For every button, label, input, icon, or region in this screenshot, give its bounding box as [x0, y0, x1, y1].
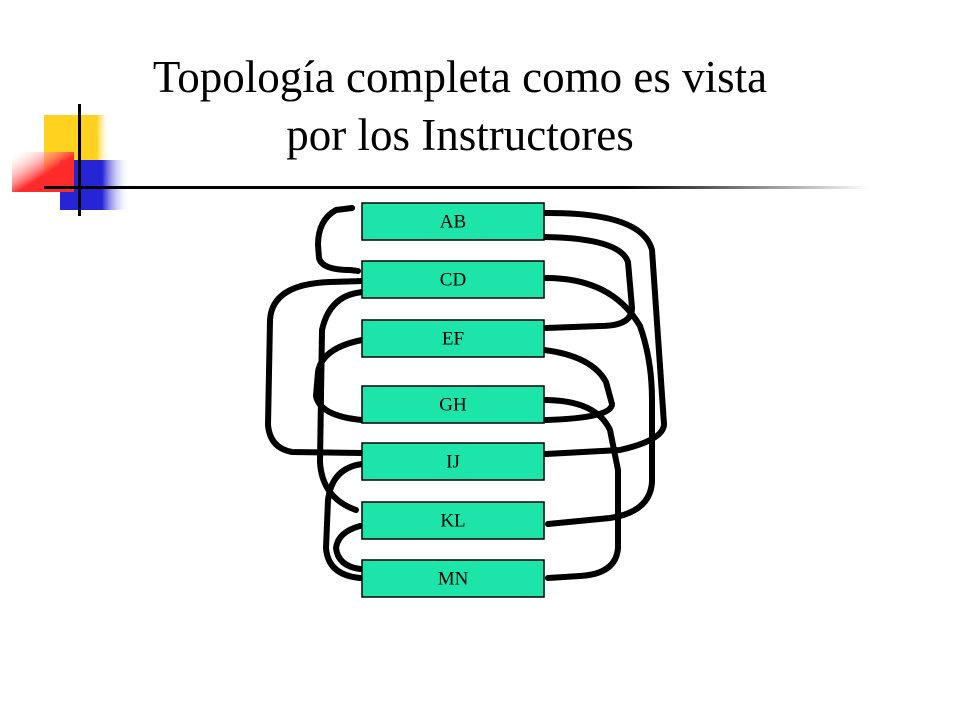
node-label: GH [439, 395, 467, 416]
node-box [361, 319, 545, 358]
node-kl: KL [361, 501, 545, 540]
link-cd-kl-right [543, 275, 655, 527]
link-cd-kl-left [317, 289, 367, 513]
node-box [361, 501, 545, 540]
node-box [361, 385, 545, 424]
node-label: KL [440, 511, 465, 532]
node-ab: AB [361, 202, 545, 241]
node-box [361, 559, 545, 598]
red-square [12, 152, 74, 192]
node-box [361, 202, 545, 241]
title-line-2: por los Instructores [286, 110, 634, 160]
horizontal-rule [44, 186, 870, 189]
link-ab-ij-right [541, 209, 667, 457]
node-label: IJ [446, 452, 460, 473]
node-box [361, 442, 545, 481]
node-mn: MN [361, 559, 545, 598]
link-ab-ef-right [541, 234, 635, 331]
node-label: MN [438, 569, 469, 590]
node-ef: EF [361, 319, 545, 358]
node-gh: GH [361, 385, 545, 424]
link-ij-mn-left [323, 461, 365, 581]
node-label: EF [442, 329, 464, 350]
link-gh-mn-right [541, 397, 621, 581]
node-label: CD [440, 270, 466, 291]
node-label: AB [440, 212, 466, 233]
title-line-1: Topología completa como es vista [152, 52, 768, 102]
node-cd: CD [361, 260, 545, 299]
link-ab-cd-left [315, 205, 361, 274]
link-ef-gh-left [313, 337, 365, 423]
page-title: Topología completa como es vista por los… [60, 48, 860, 164]
vertical-rule [78, 104, 81, 216]
node-ij: IJ [361, 442, 545, 481]
slide-decoration [12, 104, 870, 216]
link-cd-ij-left [265, 278, 367, 456]
node-box [361, 260, 545, 299]
link-kl-mn-left [333, 523, 363, 572]
nodes-layer: AB CD EF GH IJ KL MN [361, 202, 545, 598]
link-ef-gh-right [541, 347, 615, 423]
